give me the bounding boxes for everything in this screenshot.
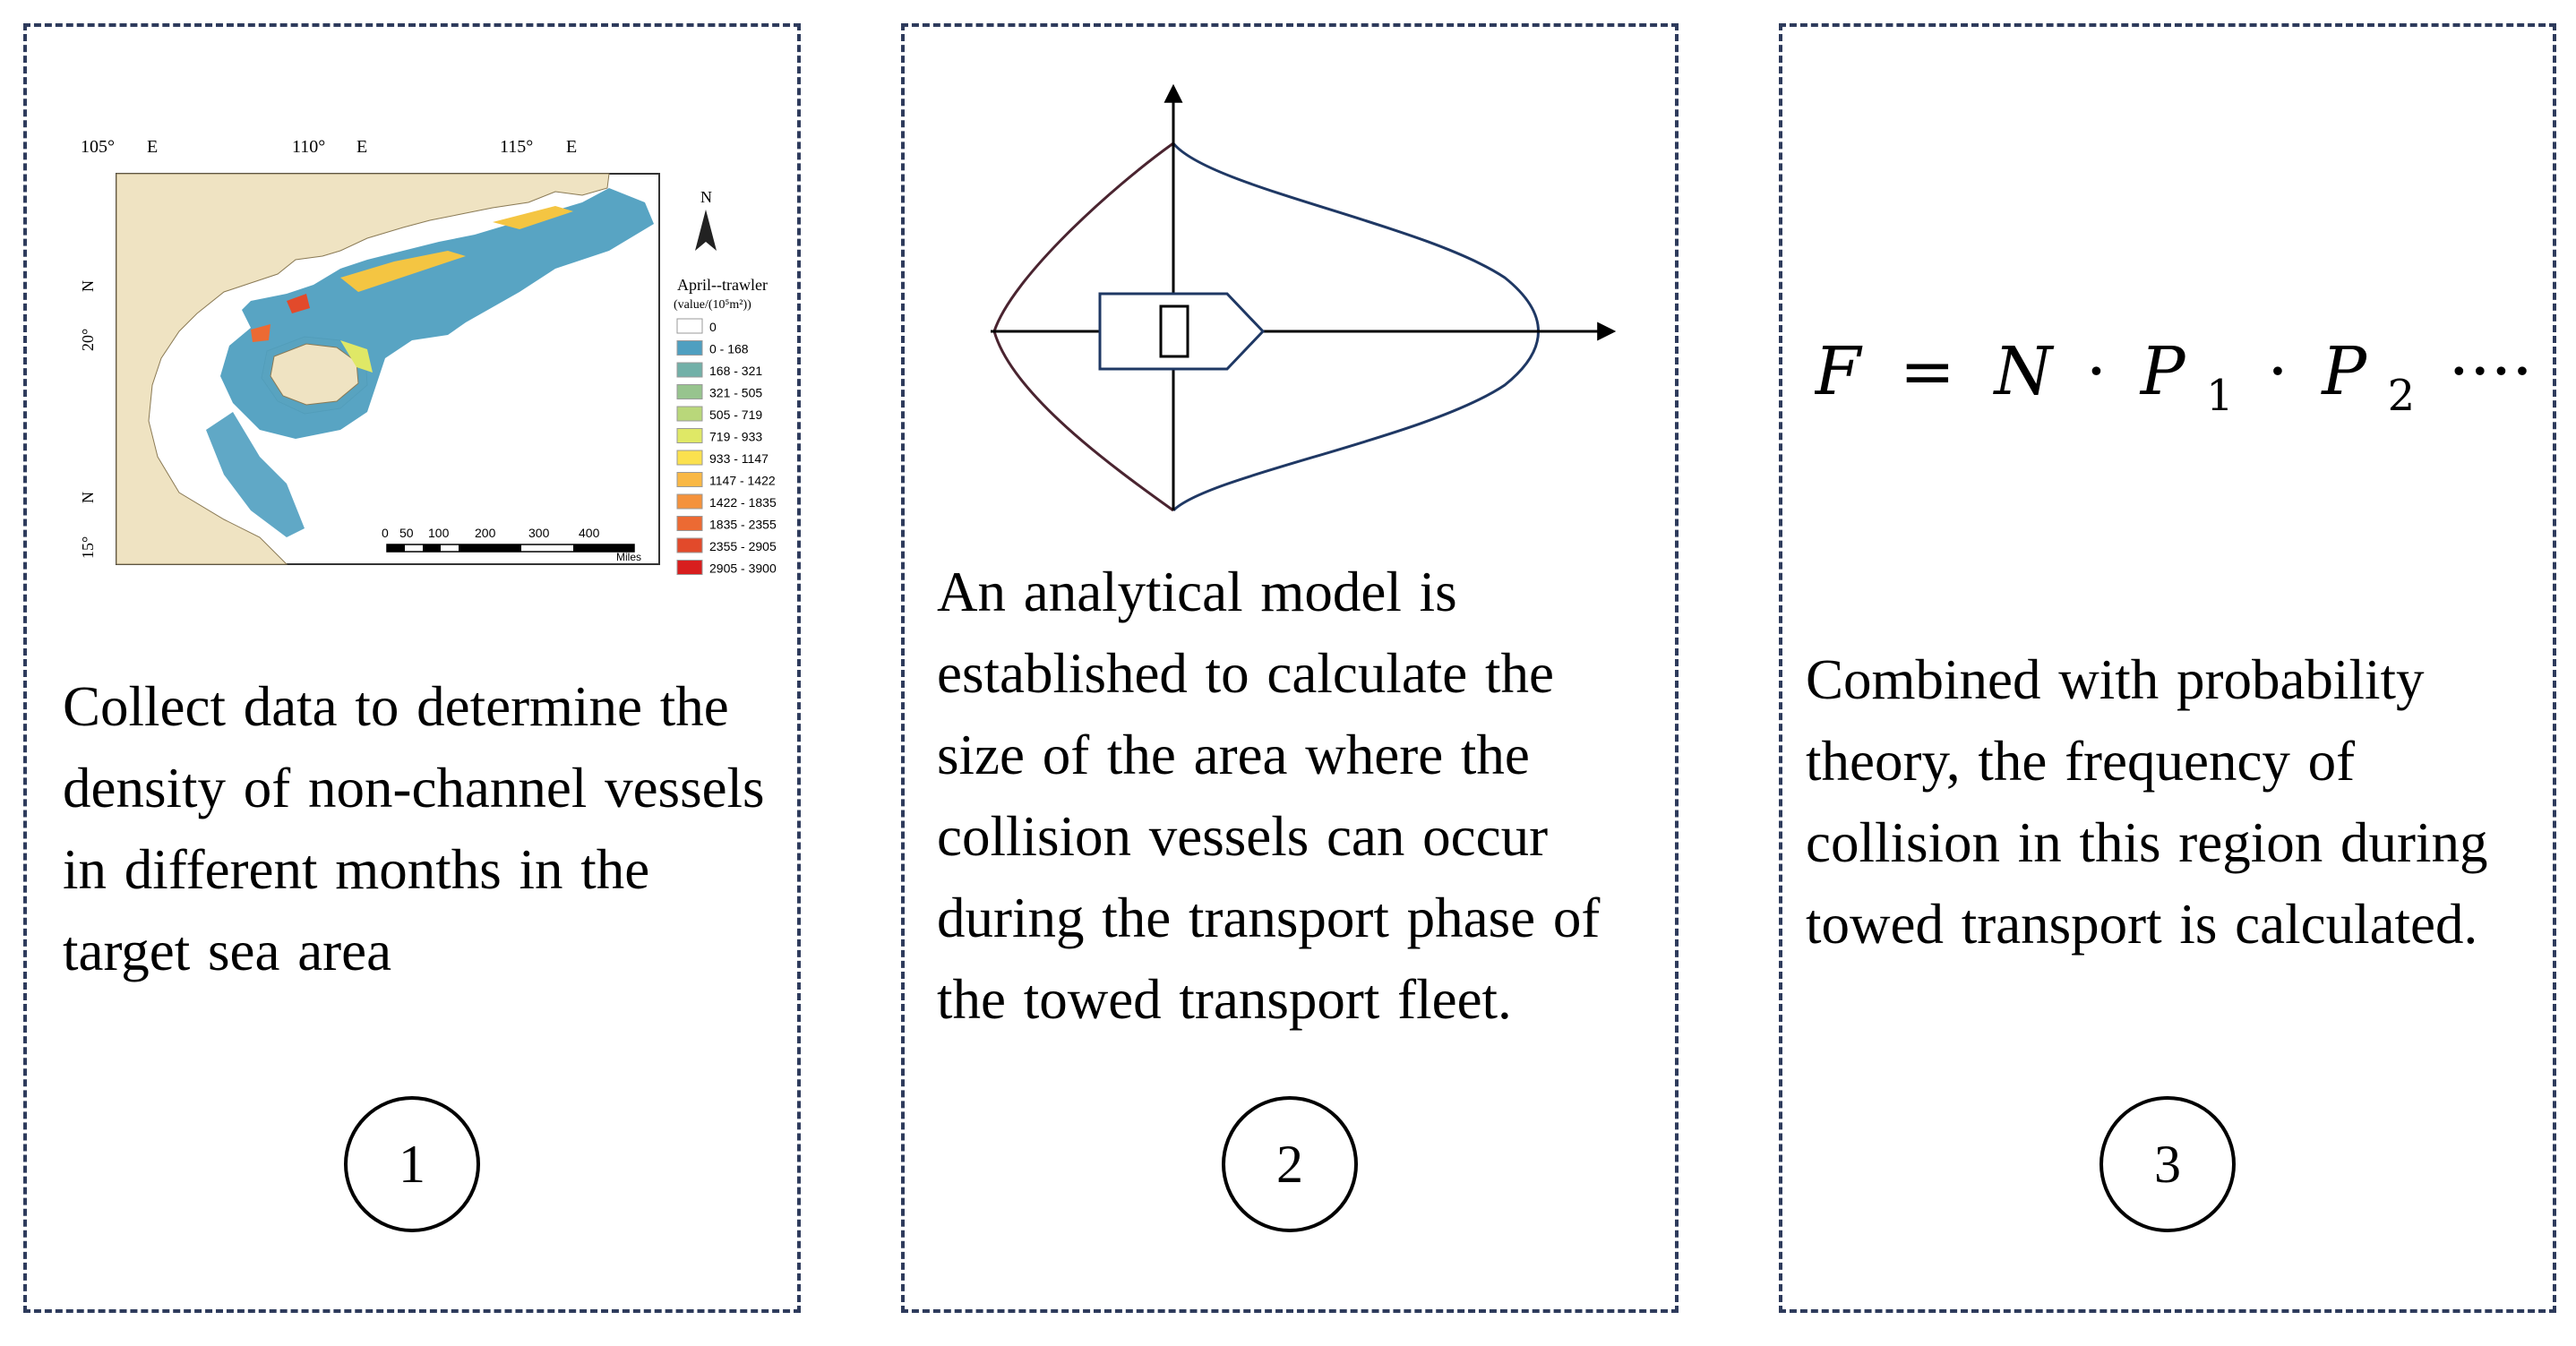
legend-swatch: [676, 406, 703, 422]
legend-label: 719 - 933: [709, 430, 762, 444]
step-1-description: Collect data to determine the density of…: [63, 675, 765, 982]
scale-tick: 100: [428, 526, 450, 540]
legend-swatch: [676, 384, 703, 399]
formula-sub-1: 1: [2206, 371, 2234, 421]
step-3-description: Combined with probability theory, the fr…: [1806, 648, 2488, 956]
scale-bar: [386, 544, 635, 553]
step-1-panel: 105° E 110° E 115° E 20° N 15° N N: [23, 23, 801, 1313]
scale-tick: 300: [528, 526, 550, 540]
step-2-description: An analytical model is established to ca…: [937, 561, 1601, 1031]
north-label: N: [700, 188, 712, 206]
density-hotspot-medium: [340, 251, 466, 292]
density-region-scatter: [206, 412, 305, 537]
mainland-shape: [116, 173, 610, 565]
legend-label: 933 - 1147: [709, 451, 769, 466]
lon-label: E: [566, 137, 577, 157]
step-number-3: 3: [2099, 1096, 2236, 1232]
formula-n: N: [1992, 333, 2054, 410]
scale-unit: Miles: [616, 551, 641, 563]
legend-swatch: [676, 560, 703, 575]
legend-swatch: [676, 450, 703, 466]
formula-lhs: F: [1815, 333, 1863, 410]
legend: 0 0 - 168 168 - 321 321 - 505 505 - 719 719 -…: [676, 318, 777, 576]
density-hotspot-medium: [493, 206, 573, 229]
hainan-island-top: [270, 343, 359, 406]
lat-label: N: [79, 492, 97, 503]
scale-tick: 200: [475, 526, 496, 540]
formula-sub-2: 2: [2388, 371, 2416, 421]
formula-p: P: [2320, 333, 2367, 410]
density-hotspot-medium: [340, 340, 373, 373]
svg-text:F = N ·: F = N · P 1 · P 2 ···· P n: [1815, 333, 2549, 426]
scale-tick: 50: [399, 526, 414, 540]
legend-label: 0: [709, 320, 717, 334]
legend-label: 321 - 505: [709, 386, 762, 400]
step-3-panel: F = N · P 1 · P 2 ···· P n Combined with…: [1779, 23, 2556, 1313]
vessel-density-map: 105° E 110° E 115° E 20° N 15° N N: [79, 137, 777, 576]
collision-area-diagram: [991, 83, 1617, 512]
collision-frequency-formula: F = N · P 1 · P 2 ···· P n: [1815, 333, 2549, 426]
lat-label: 20°: [79, 329, 97, 351]
formula-p: P: [2139, 333, 2186, 410]
scale-tick: 0: [382, 526, 389, 540]
step-number-2: 2: [1222, 1096, 1358, 1232]
legend-swatch: [676, 472, 703, 487]
legend-title: April--trawler: [677, 276, 768, 294]
legend-label: 2905 - 3900: [709, 562, 777, 576]
step-2-panel: An analytical model is established to ca…: [901, 23, 1679, 1313]
lon-label: 115°: [500, 137, 533, 157]
legend-swatch: [676, 318, 703, 334]
legend-units: (value/(10⁵m²)): [674, 298, 751, 312]
legend-swatch: [676, 362, 703, 378]
formula-equals: =: [1900, 333, 1955, 410]
legend-swatch: [676, 428, 703, 443]
lon-label: 105°: [81, 137, 115, 157]
legend-label: 1835 - 2355: [709, 518, 777, 532]
legend-swatch: [676, 537, 703, 553]
legend-swatch: [676, 493, 703, 510]
legend-label: 2355 - 2905: [709, 539, 777, 553]
lon-label: E: [147, 137, 158, 157]
legend-label: 1147 - 1422: [709, 474, 776, 488]
step-number-1: 1: [344, 1096, 480, 1232]
towed-object-shape: [1159, 304, 1189, 358]
legend-label: 0 - 168: [709, 342, 749, 356]
legend-label: 168 - 321: [709, 364, 762, 378]
lat-label: N: [79, 280, 97, 292]
lon-label: E: [356, 137, 367, 157]
legend-label: 1422 - 1835: [709, 495, 777, 510]
density-hotspot-high: [251, 324, 270, 342]
formula-dot: ·: [2086, 333, 2108, 410]
scale-tick: 400: [579, 526, 600, 540]
legend-swatch: [676, 516, 703, 531]
lon-label: 110°: [292, 137, 325, 157]
formula-ellipsis: ····: [2449, 333, 2533, 410]
legend-swatch: [676, 340, 703, 356]
lat-label: 15°: [79, 536, 97, 559]
density-hotspot-high: [287, 294, 310, 313]
north-arrow-icon: [695, 210, 717, 251]
formula-dot: ·: [2267, 333, 2288, 410]
legend-label: 505 - 719: [709, 407, 762, 422]
